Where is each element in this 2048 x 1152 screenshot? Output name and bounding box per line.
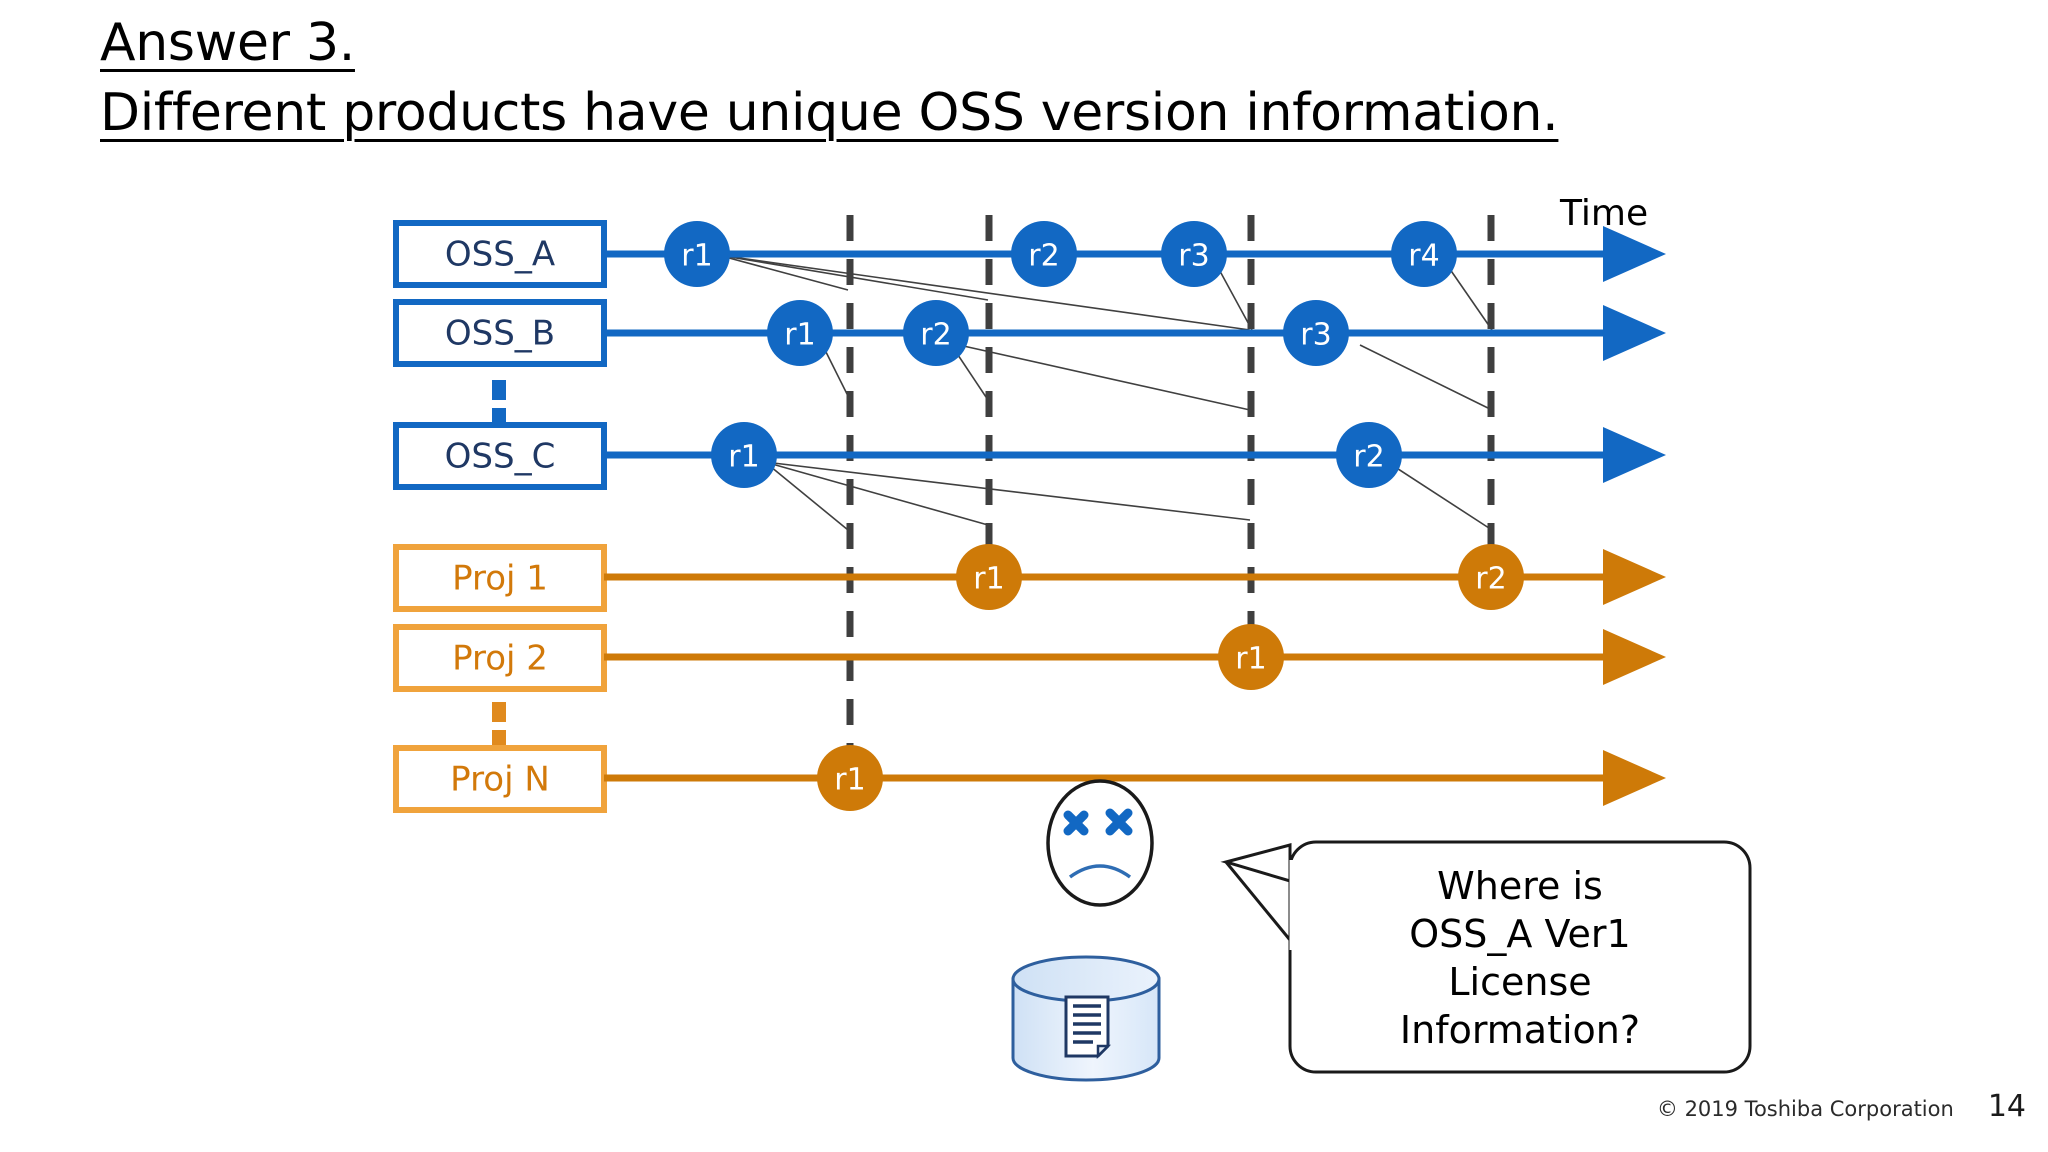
track-label-oss-b: OSS_B <box>445 314 555 354</box>
release-marker-oss-a-r2[interactable]: r2 <box>1011 221 1077 287</box>
track-label-box-proj-1 <box>393 544 607 612</box>
title-line-1: Answer 3. <box>100 13 355 73</box>
track-oss-c[interactable]: OSS_C r1 r2 <box>393 422 1666 490</box>
copyright-text: © 2019 Toshiba Corporation <box>1656 1097 1954 1121</box>
track-proj-n[interactable]: Proj N r1 <box>393 745 1666 813</box>
release-marker-oss-c-r2[interactable]: r2 <box>1336 422 1402 488</box>
slide-footer: © 2019 Toshiba Corporation 14 <box>1657 1089 2026 1124</box>
release-label: r1 <box>973 562 1004 597</box>
title-line-2: Different products have unique OSS versi… <box>100 83 1559 143</box>
release-marker-proj-n-r1[interactable]: r1 <box>817 745 883 811</box>
release-marker-oss-b-r1[interactable]: r1 <box>767 300 833 366</box>
release-label: r3 <box>1178 239 1209 274</box>
release-marker-oss-a-r3[interactable]: r3 <box>1161 221 1227 287</box>
bubble-line-4: Information? <box>1400 1008 1640 1052</box>
bubble-line-3: License <box>1448 960 1591 1004</box>
release-marker-oss-a-r4[interactable]: r4 <box>1391 221 1457 287</box>
sad-face-icon <box>1046 779 1154 907</box>
release-label: r2 <box>1353 440 1384 475</box>
page-number: 14 <box>1987 1089 2026 1124</box>
release-label: r1 <box>784 318 815 353</box>
oss-gap-ellipsis-icon <box>492 380 506 428</box>
track-label-box-proj-n <box>393 745 607 813</box>
release-marker-proj-2-r1[interactable]: r1 <box>1218 624 1284 690</box>
release-label: r1 <box>681 239 712 274</box>
track-label-proj-2: Proj 2 <box>452 639 548 679</box>
release-marker-oss-c-r1[interactable]: r1 <box>711 422 777 488</box>
dashed-guides <box>846 215 1495 775</box>
track-label-box-oss-a <box>393 220 607 288</box>
speech-bubble: Where is OSS_A Ver1 License Information? <box>1220 840 1752 1074</box>
track-label-box-proj-2 <box>393 624 607 692</box>
database-icon <box>1011 955 1161 1082</box>
track-oss-a[interactable]: OSS_A r1 r2 r3 r4 <box>393 220 1666 288</box>
page-title: Answer 3. Different products have unique… <box>100 8 1559 148</box>
track-proj-2[interactable]: Proj 2 r1 <box>393 624 1666 692</box>
release-label: r1 <box>728 440 759 475</box>
connector-lines <box>717 254 1493 531</box>
release-label: r2 <box>1475 562 1506 597</box>
release-label: r2 <box>920 318 951 353</box>
track-oss-b[interactable]: OSS_B r1 r2 r3 <box>393 299 1666 367</box>
track-label-oss-c: OSS_C <box>445 437 556 477</box>
track-label-proj-n: Proj N <box>450 760 550 800</box>
time-axis-label: Time <box>1559 193 1648 234</box>
track-label-proj-1: Proj 1 <box>452 559 548 599</box>
proj-gap-ellipsis-icon <box>492 702 506 750</box>
release-marker-proj-1-r1[interactable]: r1 <box>956 544 1022 610</box>
release-marker-proj-1-r2[interactable]: r2 <box>1458 544 1524 610</box>
release-label: r1 <box>834 763 865 798</box>
bubble-line-1: Where is <box>1437 864 1603 908</box>
release-marker-oss-b-r2[interactable]: r2 <box>903 300 969 366</box>
track-label-box-oss-b <box>393 299 607 367</box>
bubble-line-2: OSS_A Ver1 <box>1409 912 1630 956</box>
release-label: r2 <box>1028 239 1059 274</box>
document-glyph-icon <box>1064 995 1112 1060</box>
release-label: r4 <box>1408 239 1439 274</box>
track-proj-1[interactable]: Proj 1 r1 r2 <box>393 544 1666 612</box>
track-label-oss-a: OSS_A <box>445 235 555 275</box>
release-marker-oss-a-r1[interactable]: r1 <box>664 221 730 287</box>
release-label: r1 <box>1235 642 1266 677</box>
release-marker-oss-b-r3[interactable]: r3 <box>1283 300 1349 366</box>
release-label: r3 <box>1300 318 1331 353</box>
